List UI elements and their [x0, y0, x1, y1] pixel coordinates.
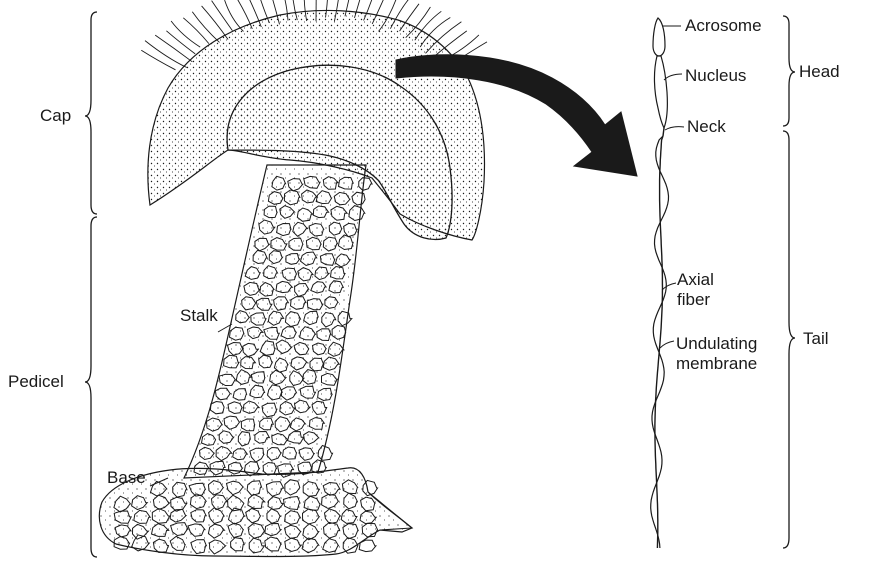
cap-fringe-stroke — [212, 1, 233, 31]
neck-leader — [665, 127, 684, 130]
pedicel-brace — [85, 217, 97, 557]
head-label: Head — [799, 62, 840, 82]
cap-fringe-stroke — [192, 12, 219, 43]
head-brace — [783, 16, 795, 126]
base-label: Base — [107, 468, 146, 488]
cap-fringe-stroke — [155, 35, 192, 62]
nucleus-label: Nucleus — [685, 66, 746, 86]
cap-fringe-stroke — [166, 31, 195, 54]
acrosome-label: Acrosome — [685, 16, 762, 36]
undulating-membrane-leader — [660, 341, 674, 348]
axial-fiber-leader — [662, 283, 676, 290]
pedicel-label: Pedicel — [8, 372, 64, 392]
cap-fringe-stroke — [145, 41, 187, 68]
cap-label: Cap — [40, 106, 71, 126]
cap-fringe-stroke — [171, 21, 200, 47]
sperm-cell-illustration — [651, 18, 669, 548]
nucleus-leader — [664, 74, 682, 80]
stalk-label: Stalk — [180, 306, 218, 326]
undulating-membrane-label: Undulating membrane — [676, 334, 788, 374]
tail-label: Tail — [803, 329, 829, 349]
cap-fringe-stroke — [202, 6, 229, 40]
cap-fringe-stroke — [141, 50, 175, 70]
cap-brace — [85, 12, 97, 214]
neck-label: Neck — [687, 117, 726, 137]
axial-fiber-label: Axial fiber — [677, 270, 739, 310]
cap-fringe-stroke — [183, 18, 209, 44]
base-cell — [359, 540, 376, 552]
base-illustration — [99, 468, 412, 557]
